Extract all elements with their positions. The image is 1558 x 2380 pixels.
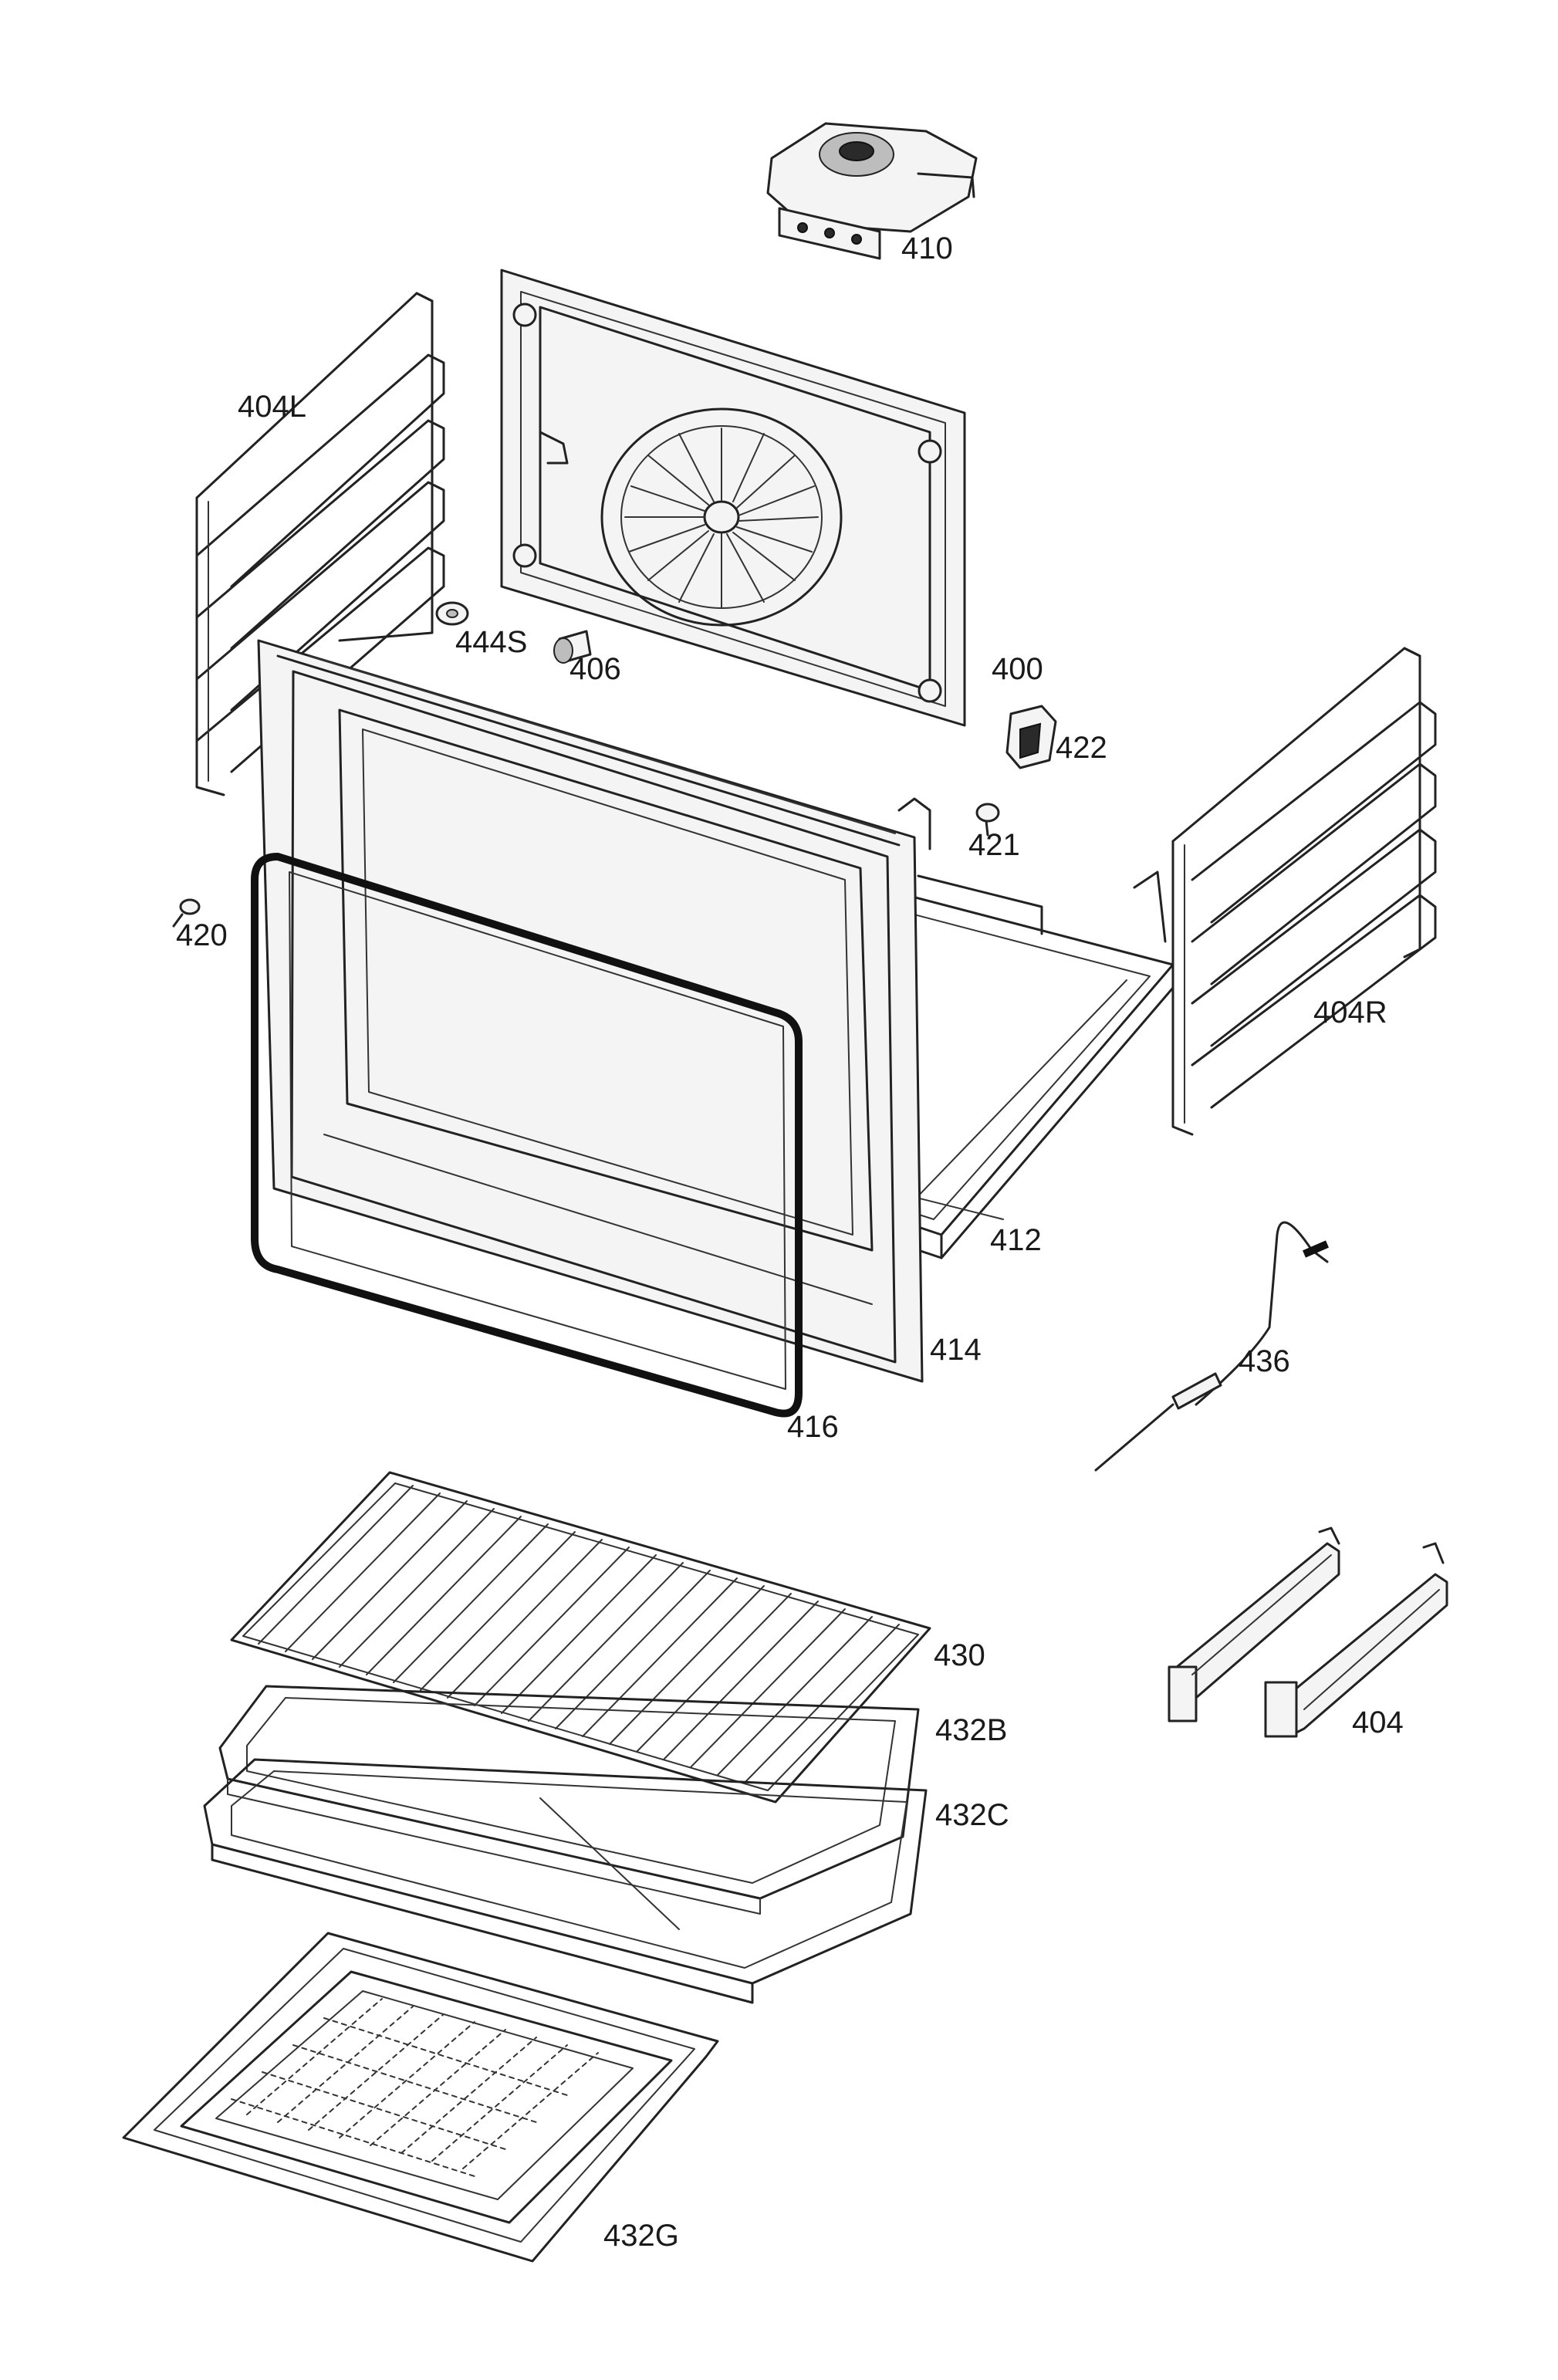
label-404R: 404R [1313,996,1387,1029]
part-416-door-gasket [251,853,803,1418]
label-422: 422 [1056,731,1107,765]
part-404R-right-rack-support [1171,647,1437,1136]
part-421-screw [975,803,1000,837]
label-400: 400 [992,652,1043,686]
label-420: 420 [176,918,228,952]
label-432B: 432B [935,1713,1007,1747]
part-432B-shallow-tray [218,1685,920,1915]
label-421: 421 [968,828,1020,862]
part-420-screw [172,898,201,928]
part-410-fan-motor [766,122,978,260]
label-410: 410 [901,232,953,265]
label-432G: 432G [603,2219,679,2253]
label-432C: 432C [935,1798,1009,1832]
label-444S: 444S [455,625,527,659]
label-436: 436 [1239,1344,1290,1378]
part-432C-deep-tray [203,1758,928,2004]
part-432G-gastronorm-tray [122,1932,719,2263]
label-404L: 404L [238,390,306,424]
label-412: 412 [990,1223,1042,1257]
part-422-lamp-holder [1005,705,1057,769]
label-416: 416 [787,1410,839,1444]
part-414-front-frame [257,639,931,1383]
part-430-wire-rack [230,1471,931,1804]
part-406-fan-nut [553,630,592,664]
part-404-telescopic-runners [1168,1526,1448,1738]
part-444S-washer [435,601,469,626]
part-436-temperature-probe [1094,1221,1329,1472]
part-400-rear-panel [500,269,966,727]
part-404L-left-rack-support [195,292,445,796]
label-406: 406 [569,652,621,686]
label-404: 404 [1352,1706,1404,1739]
label-430: 430 [934,1638,985,1672]
label-414: 414 [930,1333,982,1367]
